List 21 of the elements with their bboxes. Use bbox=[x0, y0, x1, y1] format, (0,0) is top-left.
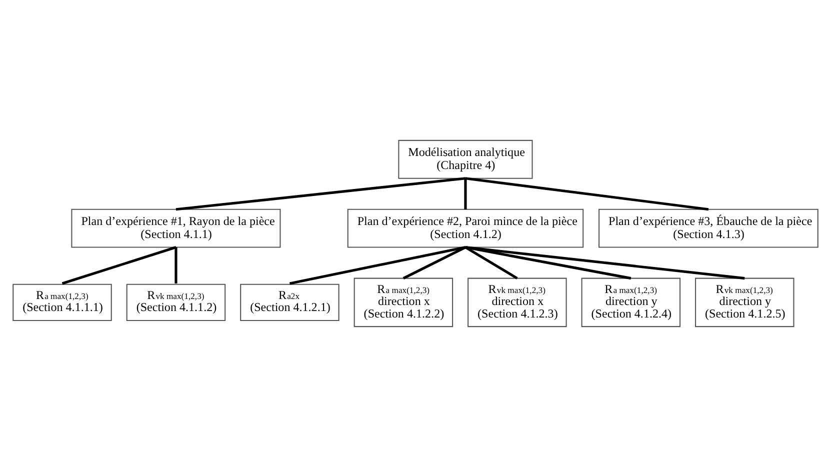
node-box: Plan d’expérience #1, Rayon de la pièce (Section 4.1.1) bbox=[71, 208, 281, 248]
connector bbox=[464, 246, 518, 280]
connector bbox=[176, 177, 466, 211]
node-box: Ra max(1,2,3) direction y (Section 4.1.2.4) bbox=[581, 278, 681, 328]
node-box: Rvk max(1,2,3) direction y (Section 4.1.2.5) bbox=[695, 278, 794, 328]
node-box: Ra max(1,2,3) direction x (Section 4.1.2.2) bbox=[354, 278, 454, 328]
connector bbox=[62, 246, 176, 285]
connector bbox=[465, 177, 709, 211]
connector bbox=[465, 246, 745, 280]
node-box: Rvk max(1,2,3) direction x (Section 4.1.2.3) bbox=[468, 278, 567, 328]
connector bbox=[289, 246, 466, 285]
node-box: Plan d’expérience #2, Paroi mince de la pièce (Section 4.1.2) bbox=[347, 208, 584, 248]
node-box: Ra2x (Section 4.1.2.1) bbox=[240, 284, 340, 322]
node-box: Rvk max(1,2,3) (Section 4.1.1.2) bbox=[126, 284, 226, 322]
node-box: Ra max(1,2,3) (Section 4.1.1.1) bbox=[12, 284, 112, 322]
connector bbox=[464, 178, 467, 210]
node-box: Modélisation analytique (Chapitre 4) bbox=[398, 140, 533, 179]
connector bbox=[402, 246, 466, 280]
node-box: Plan d’expérience #3, Ébauche de la pièce (Section 4.1.3) bbox=[598, 208, 818, 248]
connector bbox=[465, 246, 632, 280]
connector bbox=[174, 247, 178, 284]
